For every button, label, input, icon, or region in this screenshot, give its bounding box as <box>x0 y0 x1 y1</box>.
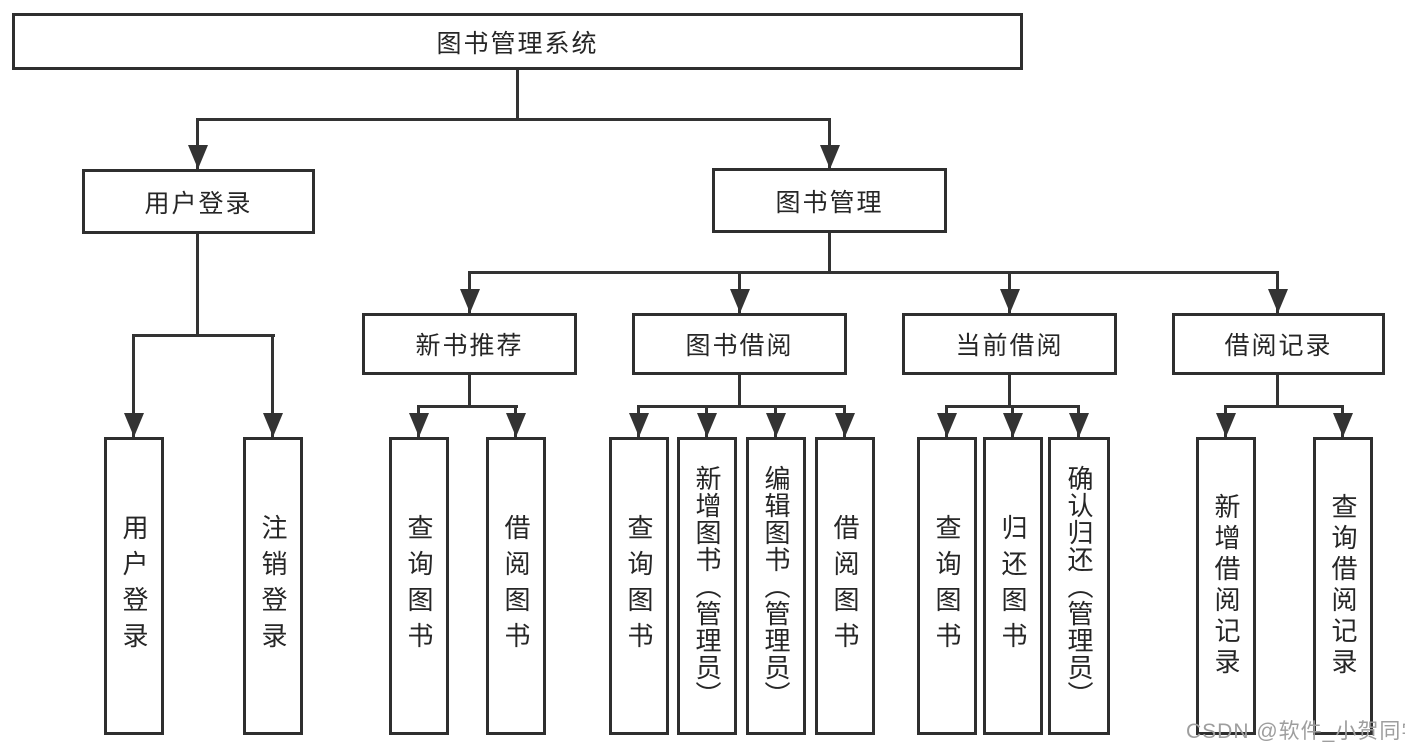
down-arrow-icon <box>460 289 480 313</box>
leaf-query-books-recommend: 查询图书 <box>389 437 449 735</box>
connector-line <box>132 334 135 437</box>
connector-line <box>271 334 274 437</box>
node-book-management: 图书管理 <box>712 168 947 233</box>
down-arrow-icon <box>124 413 144 437</box>
connector-line <box>196 118 831 121</box>
node-user-login: 用户登录 <box>82 169 315 234</box>
down-arrow-icon <box>506 413 526 437</box>
node-book-borrowing: 图书借阅 <box>632 313 847 375</box>
connector-line <box>1224 405 1344 408</box>
down-arrow-icon <box>820 145 840 169</box>
node-borrow-records: 借阅记录 <box>1172 313 1385 375</box>
leaf-query-books-current: 查询图书 <box>917 437 977 735</box>
down-arrow-icon <box>263 413 283 437</box>
leaf-confirm-return-admin: 确认归还（管理员） <box>1048 437 1110 735</box>
connector-line <box>468 271 1279 274</box>
down-arrow-icon <box>766 413 786 437</box>
leaf-query-books-borrowing: 查询图书 <box>609 437 669 735</box>
leaf-query-borrow-record: 查询借阅记录 <box>1313 437 1373 735</box>
connector-line <box>468 375 471 407</box>
leaf-borrow-books: 借阅图书 <box>815 437 875 735</box>
down-arrow-icon <box>1268 289 1288 313</box>
connector-line <box>637 405 846 408</box>
down-arrow-icon <box>1000 289 1020 313</box>
connector-line <box>196 234 199 335</box>
leaf-edit-books-admin: 编辑图书（管理员） <box>746 437 806 735</box>
down-arrow-icon <box>629 413 649 437</box>
connector-line <box>1276 375 1279 407</box>
leaf-user-login: 用户登录 <box>104 437 164 735</box>
leaf-logout: 注销登录 <box>243 437 303 735</box>
connector-line <box>516 70 519 119</box>
down-arrow-icon <box>697 413 717 437</box>
leaf-borrow-books-recommend: 借阅图书 <box>486 437 546 735</box>
down-arrow-icon <box>188 145 208 169</box>
connector-line <box>828 233 831 273</box>
down-arrow-icon <box>1003 413 1023 437</box>
down-arrow-icon <box>409 413 429 437</box>
node-new-book-recommend: 新书推荐 <box>362 313 577 375</box>
connector-line <box>132 334 275 337</box>
node-current-borrowing: 当前借阅 <box>902 313 1117 375</box>
leaf-return-books: 归还图书 <box>983 437 1043 735</box>
connector-line <box>196 118 199 169</box>
down-arrow-icon <box>1216 413 1236 437</box>
connector-line <box>417 405 518 408</box>
connector-line <box>1008 375 1011 407</box>
connector-line <box>738 375 741 407</box>
down-arrow-icon <box>835 413 855 437</box>
node-root: 图书管理系统 <box>12 13 1023 70</box>
down-arrow-icon <box>730 289 750 313</box>
leaf-add-borrow-record: 新增借阅记录 <box>1196 437 1256 735</box>
leaf-add-books-admin: 新增图书（管理员） <box>677 437 737 735</box>
connector-line <box>828 118 831 169</box>
down-arrow-icon <box>937 413 957 437</box>
down-arrow-icon <box>1069 413 1089 437</box>
down-arrow-icon <box>1333 413 1353 437</box>
csdn-watermark: CSDN @软件_小贺同学 <box>1186 720 1405 743</box>
